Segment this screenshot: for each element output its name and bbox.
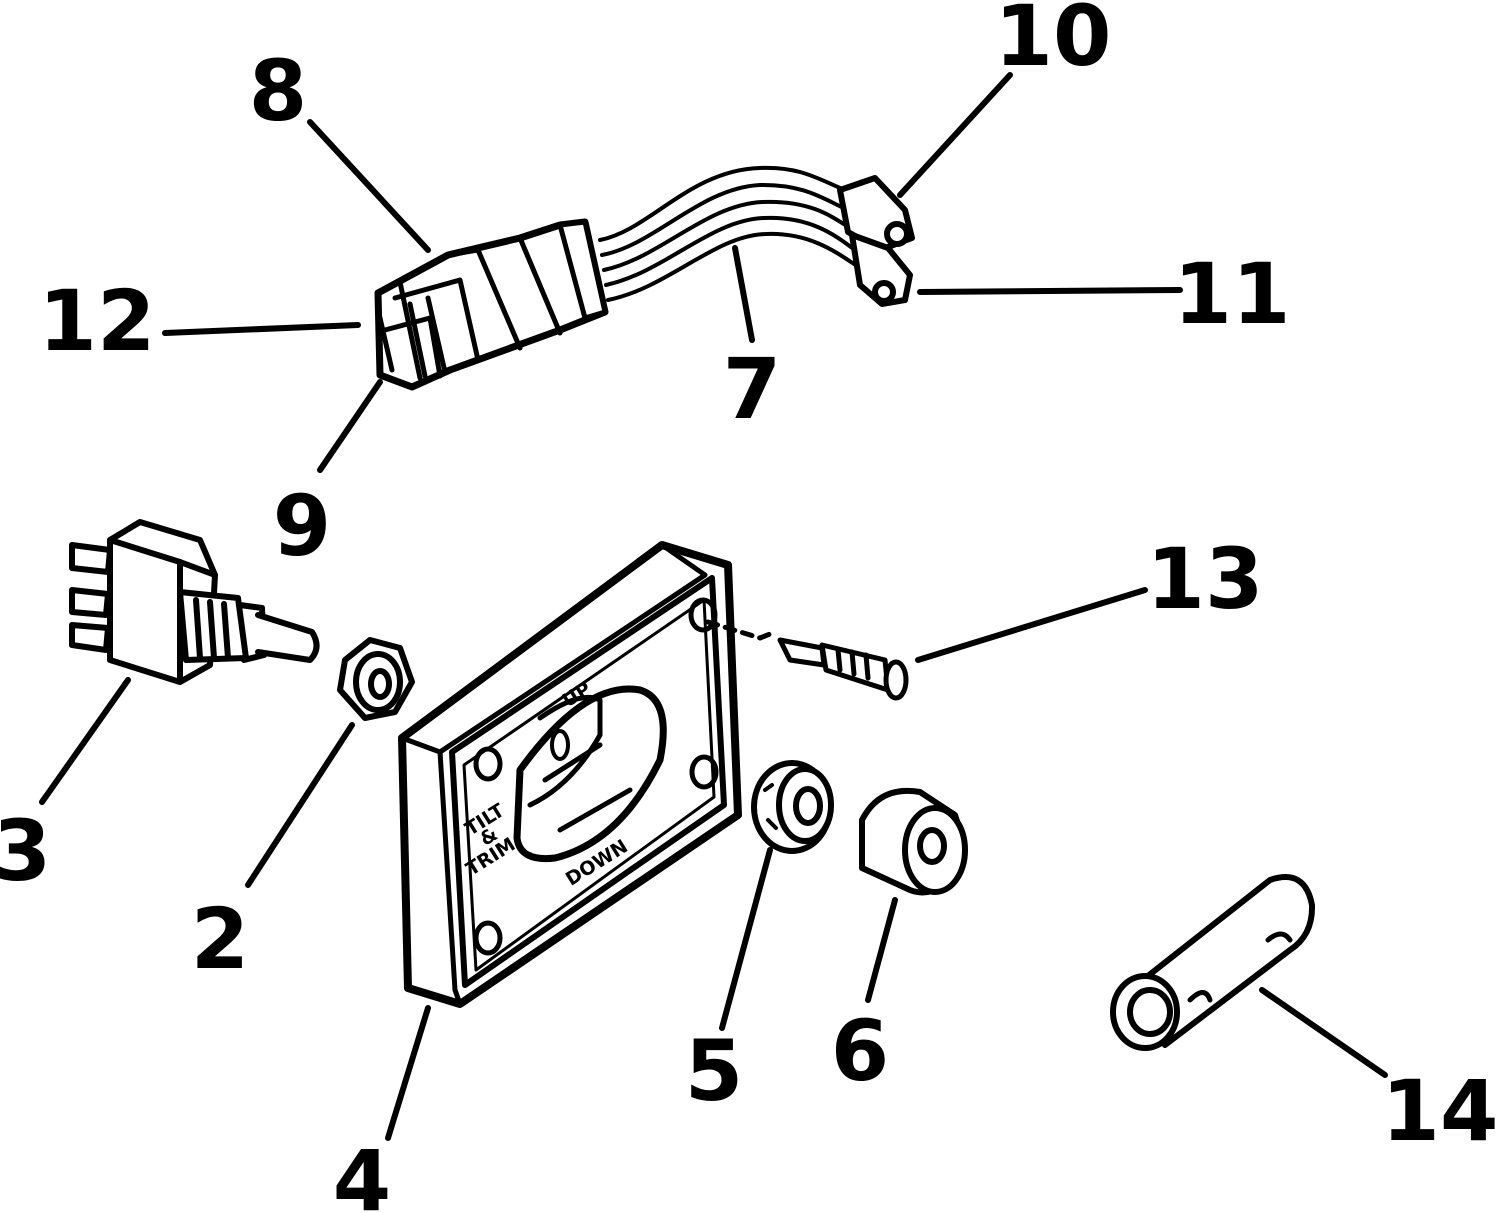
leader-lines (39, 72, 1388, 1141)
leader-13 (915, 587, 1148, 663)
callout-10: 10 (995, 0, 1112, 85)
callout-4: 4 (333, 1132, 391, 1213)
screw (705, 619, 909, 701)
leader-6 (865, 897, 898, 1003)
callout-2: 2 (191, 890, 249, 988)
leader-14 (1259, 987, 1388, 1078)
callout-12: 12 (39, 272, 156, 370)
harness-connector-plug (374, 218, 609, 391)
leader-3 (39, 677, 131, 805)
leader-2 (245, 722, 355, 888)
wire-harness (374, 165, 915, 391)
callout-6: 6 (831, 1002, 889, 1100)
switch-panel-plate: UP DOWN TILT & TRIM (398, 541, 742, 1008)
callout-7: 7 (723, 340, 781, 438)
callout-3: 3 (0, 802, 51, 900)
rocker-boot (859, 787, 968, 896)
bezel-nut (751, 760, 834, 854)
callout-13: 13 (1147, 530, 1264, 628)
toggle-switch (69, 519, 320, 685)
callout-9: 9 (273, 477, 331, 575)
harness-terminals (837, 175, 915, 307)
callout-14: 14 (1382, 1062, 1499, 1160)
roll-pin (1110, 874, 1316, 1051)
leader-8 (307, 119, 431, 253)
leader-10 (897, 72, 1013, 198)
wire-bundle (598, 165, 862, 302)
leader-12 (162, 322, 361, 336)
callout-11: 11 (1174, 245, 1291, 343)
leader-9 (317, 379, 383, 473)
leader-11 (917, 287, 1183, 295)
callout-8: 8 (249, 42, 307, 140)
leader-7 (732, 245, 755, 343)
callout-5: 5 (685, 1022, 743, 1120)
leader-4 (385, 1005, 431, 1141)
hex-nut (337, 637, 415, 721)
leader-5 (719, 847, 773, 1031)
